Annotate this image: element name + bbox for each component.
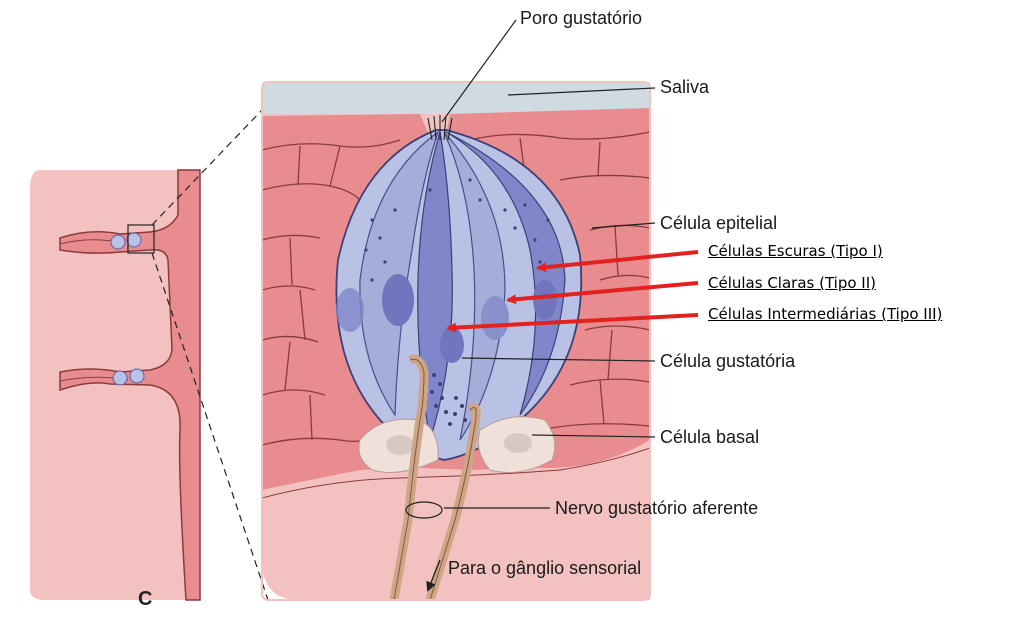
main-section: [262, 82, 650, 600]
label-poro-gustatorio: Poro gustatório: [520, 8, 643, 28]
red-arrows: [446, 250, 699, 333]
annotation-type-1: Células Escuras (Tipo I): [708, 242, 883, 260]
label-saliva: Saliva: [660, 77, 710, 97]
epithelial-cells: [262, 131, 650, 446]
zoom-line-bottom: [151, 252, 269, 601]
ganglion-arrow: [426, 559, 441, 592]
leader-lines: [441, 19, 656, 509]
label-celula-epitelial: Célula epitelial: [660, 213, 778, 233]
overview-papilla: [30, 169, 201, 601]
saliva-layer: [262, 82, 650, 114]
red-arrow-type-2: [506, 281, 699, 305]
panel-letter: C: [138, 588, 153, 610]
zoom-line-top: [151, 109, 263, 226]
red-arrow-type-3: [446, 313, 699, 333]
annotation-type-3: Células Intermediárias (Tipo III): [708, 305, 943, 323]
annotation-type-2: Células Claras (Tipo II): [708, 274, 876, 292]
microvilli: [427, 115, 453, 141]
label-celula-gustatoria: Célula gustatória: [660, 351, 796, 371]
label-ganglio: Para o gânglio sensorial: [448, 558, 642, 578]
zoom-box: [127, 224, 155, 254]
label-nervo-gustatorio: Nervo gustatório aferente: [555, 498, 759, 518]
afferent-nerve: [389, 354, 481, 600]
red-arrow-type-1: [536, 250, 699, 273]
label-celula-basal: Célula basal: [660, 427, 760, 447]
